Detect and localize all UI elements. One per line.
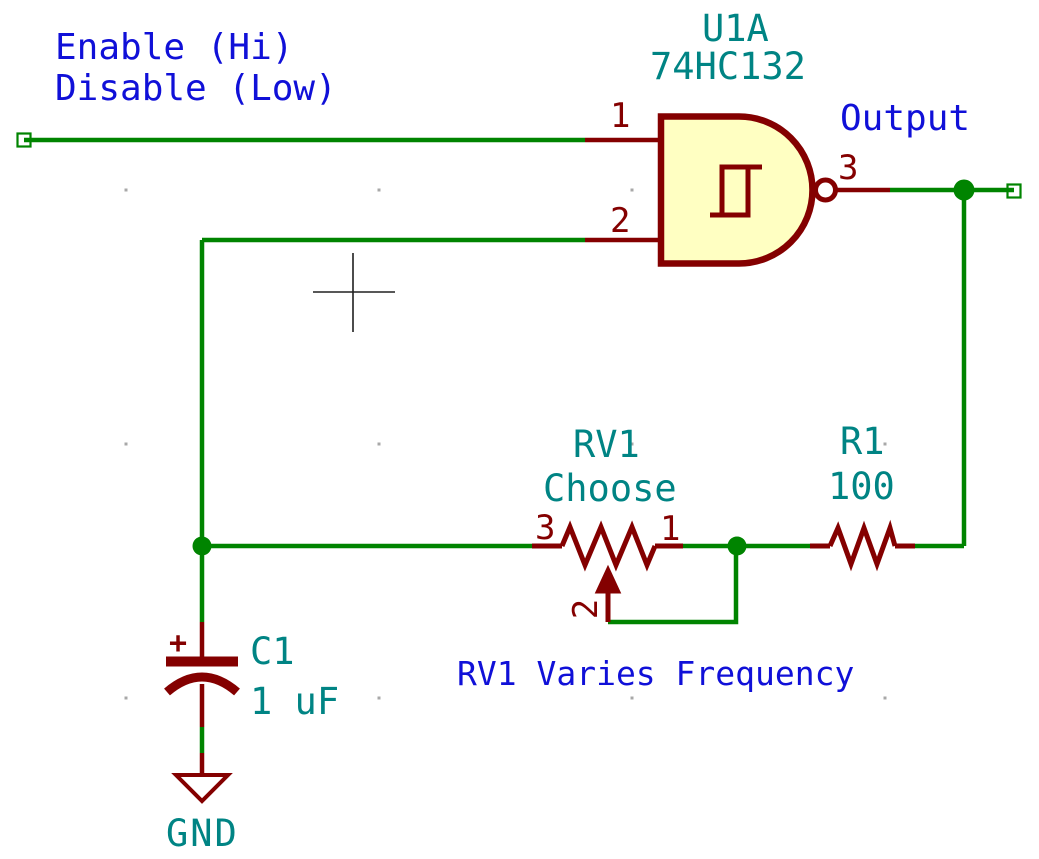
rv1-wiper-arrow [594, 564, 622, 594]
u1-pin3-number: 3 [838, 148, 859, 188]
rv1-potentiometer-symbol[interactable] [532, 520, 683, 622]
rv1-pin2-number: 2 [566, 598, 607, 620]
c1-bottom-plate-arc [164, 672, 240, 696]
label-disable[interactable]: Disable (Low) [55, 68, 337, 109]
nand-gate-symbol[interactable] [585, 113, 890, 267]
schmitt-hysteresis-icon [710, 164, 762, 218]
junction-cap-node[interactable] [192, 536, 212, 556]
junction-output-node[interactable] [953, 179, 975, 201]
inversion-bubble [813, 177, 838, 203]
wire-end-square-right [1006, 183, 1022, 199]
rv1-pin3-number: 3 [535, 508, 556, 548]
rv1-zigzag [559, 520, 658, 572]
junction-wiper-node[interactable] [727, 536, 747, 556]
grid-dots [124, 188, 887, 700]
crosshair-cursor [313, 253, 395, 332]
r1-zigzag [827, 519, 898, 572]
junction-dots [192, 179, 975, 556]
wires [24, 137, 1014, 753]
c1-value[interactable]: 1 uF [250, 680, 340, 723]
wire-wiper-loop[interactable] [608, 548, 739, 625]
wire-end-square-left [16, 132, 32, 148]
rv1-pin1-number: 1 [660, 509, 681, 549]
r1-value[interactable]: 100 [828, 465, 895, 508]
r1-reference[interactable]: R1 [840, 420, 885, 463]
c1-capacitor-symbol[interactable] [164, 622, 240, 727]
u1-value[interactable]: 74HC132 [650, 45, 806, 88]
u1-pin1-number: 1 [610, 96, 631, 136]
r1-resistor-symbol[interactable] [810, 519, 915, 572]
label-output[interactable]: Output [840, 98, 971, 139]
gate-pin-leads [585, 137, 890, 243]
gnd-triangle [171, 773, 233, 804]
gnd-symbol[interactable] [171, 753, 233, 804]
wire-end-markers [16, 132, 1022, 199]
label-enable[interactable]: Enable (Hi) [55, 27, 294, 68]
c1-polarity-mark: + [169, 626, 188, 661]
rv1-value[interactable]: Choose [543, 467, 677, 510]
u1-reference[interactable]: U1A [702, 7, 769, 50]
c1-reference[interactable]: C1 [250, 630, 295, 673]
annotation-rv1-note[interactable]: RV1 Varies Frequency [457, 654, 855, 693]
gnd-label[interactable]: GND [166, 812, 239, 855]
gate-body [657, 113, 816, 267]
rv1-reference[interactable]: RV1 [573, 423, 640, 466]
u1-pin2-number: 2 [610, 201, 631, 241]
